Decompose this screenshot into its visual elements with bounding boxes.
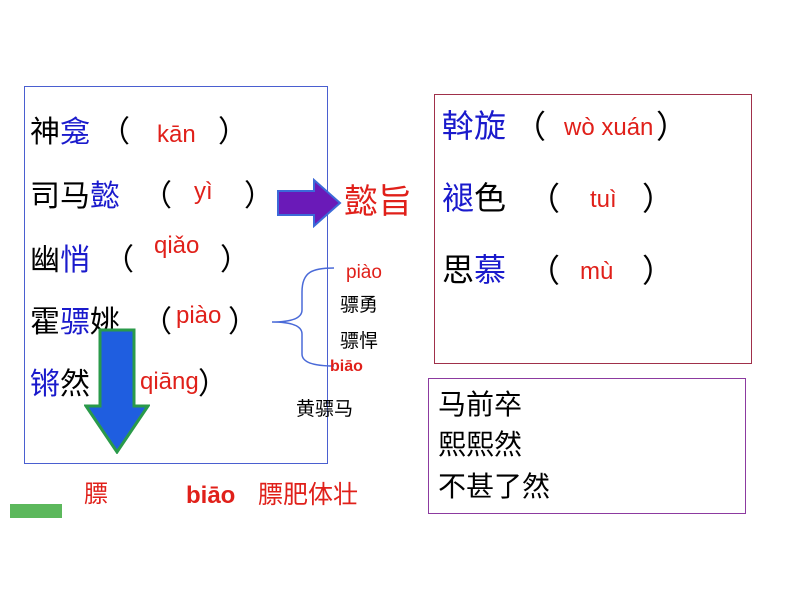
row-target-char: 骠: [60, 305, 90, 340]
paren-open: （: [142, 305, 172, 340]
branch-word: 骠勇: [340, 294, 379, 316]
phrase-line: 马前卒: [438, 388, 523, 421]
pinyin: mù: [580, 258, 614, 285]
paren-open: （: [100, 115, 130, 150]
branch-pinyin-biao: biāo: [330, 358, 363, 375]
row-target-char: 斡: [442, 107, 475, 145]
row-prefix: 思: [442, 251, 475, 289]
pinyin: kān: [157, 121, 196, 148]
bottom-phrase-text: 膘肥体壮: [258, 480, 359, 509]
row-target-char: 悄: [60, 243, 90, 278]
row-prefix: 司马: [30, 179, 90, 214]
branch-pinyin-piao: piào: [346, 262, 382, 283]
branch-word: 黄骠马: [296, 398, 354, 420]
progress-bar: [10, 504, 62, 518]
row-rest: 旋: [474, 107, 507, 145]
bottom-pinyin: biāo: [186, 482, 236, 509]
paren-open: （: [104, 243, 134, 278]
row-prefix: 霍: [30, 305, 60, 340]
brace-icon: [271, 267, 335, 367]
paren-open: （: [142, 179, 172, 214]
paren-open: （: [514, 108, 547, 146]
phrase-box: [428, 378, 746, 514]
pinyin: yì: [194, 178, 213, 205]
down-arrow-icon: [84, 328, 150, 454]
row-target-char: 褪: [442, 179, 475, 217]
paren-close: ）: [244, 179, 274, 214]
paren-close: ）: [656, 108, 689, 146]
paren-close: ）: [228, 305, 258, 340]
paren-close: ）: [642, 180, 675, 218]
phrase-line: 熙熙然: [438, 428, 523, 461]
pinyin: tuì: [590, 186, 617, 213]
arrow-target-word: 懿旨: [344, 182, 412, 222]
pinyin: qiāng: [140, 368, 199, 395]
row-target-char: 慕: [474, 251, 507, 289]
row-prefix: 幽: [30, 243, 60, 278]
row-target-char: 锵: [30, 367, 60, 402]
left-word-box: [24, 86, 328, 464]
pinyin: piào: [176, 302, 222, 329]
row-prefix: 神: [30, 115, 60, 150]
paren-close: ）: [642, 252, 675, 290]
paren-close: ）: [218, 115, 248, 150]
paren-open: （: [528, 180, 561, 218]
row-target-char: 龛: [60, 115, 90, 150]
row-suffix: 然: [60, 367, 90, 402]
phrase-line: 不甚了然: [438, 470, 551, 503]
right-arrow-icon: [277, 178, 342, 228]
row-rest: 色: [474, 179, 507, 217]
branch-word: 骠悍: [340, 330, 379, 352]
paren-open: （: [528, 252, 561, 290]
pinyin: qiǎo: [154, 232, 200, 259]
pinyin: wò xuán: [564, 114, 654, 141]
down-arrow-word: 膘: [84, 480, 108, 508]
paren-close: ）: [220, 243, 250, 278]
row-target-char: 懿: [90, 179, 120, 214]
paren-close: ）: [198, 367, 228, 402]
right-word-box: [434, 94, 752, 364]
